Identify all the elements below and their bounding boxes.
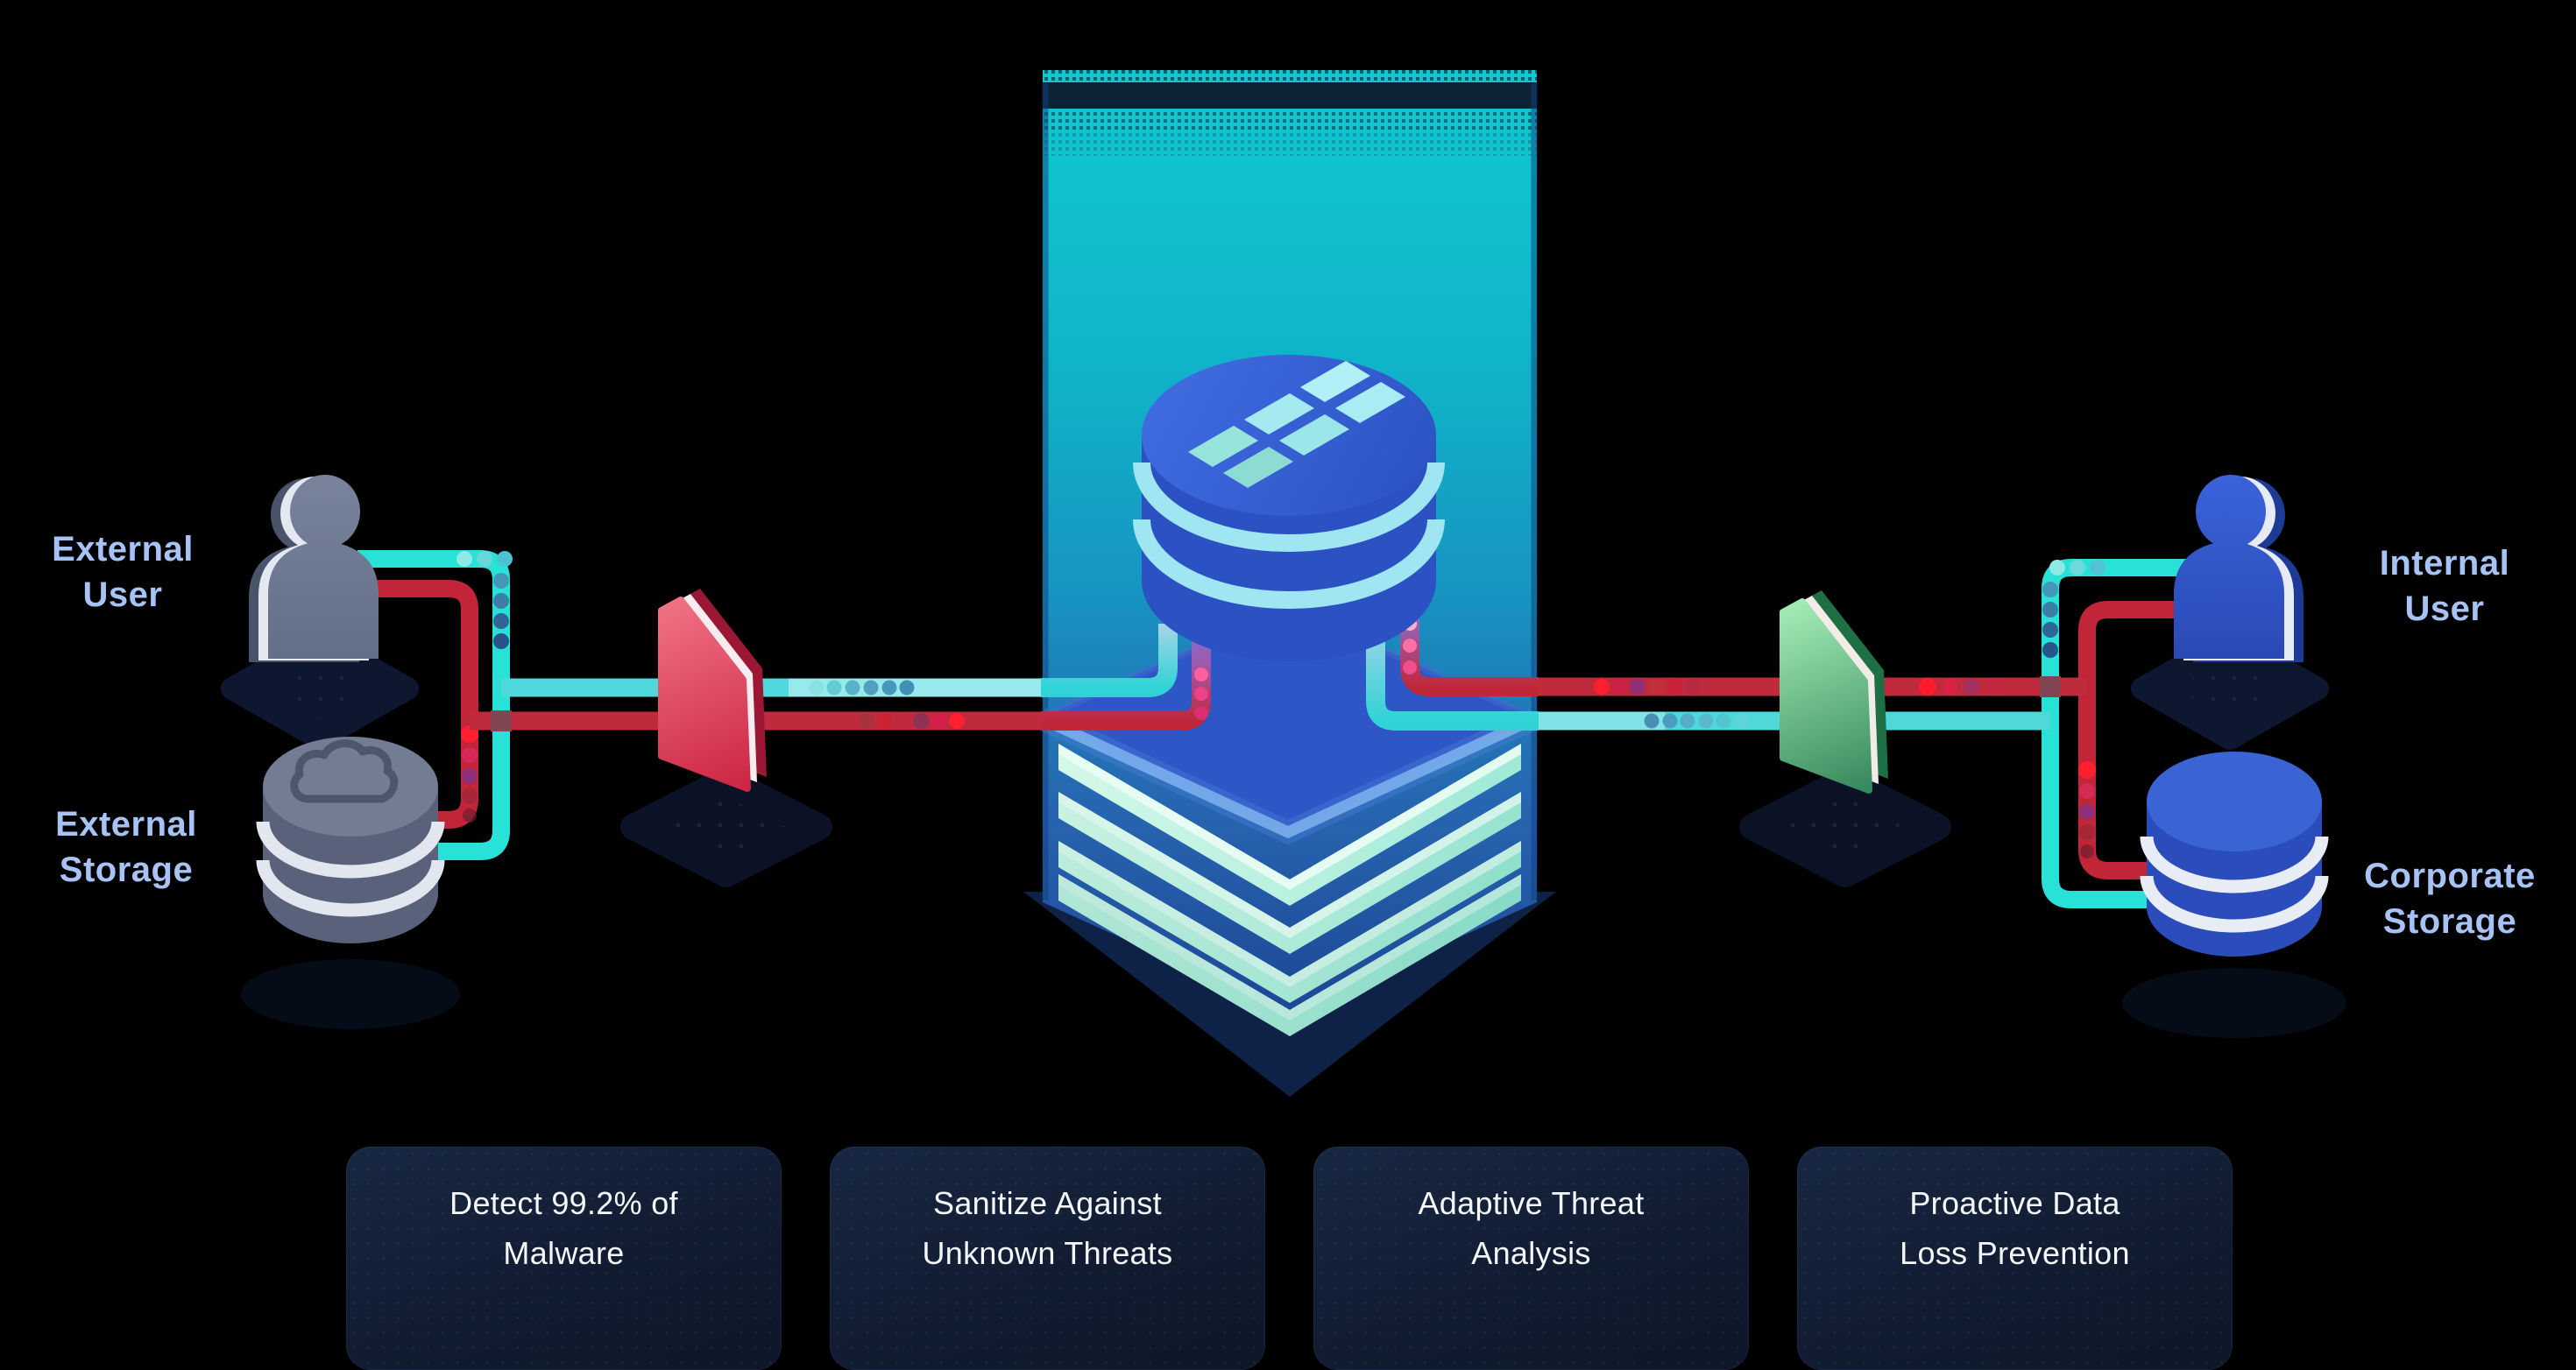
corporate-storage-database-icon — [2122, 752, 2346, 1038]
feature-line1: Adaptive Threat — [1418, 1185, 1645, 1221]
internal-user-label: Internal User — [2296, 540, 2576, 632]
grid-tiles-icon — [1188, 361, 1405, 488]
cloud-icon — [290, 739, 399, 803]
flow-artwork — [221, 70, 2346, 1097]
feature-card-text: Detect 99.2% of Malware — [346, 1147, 782, 1278]
feature-line2: Unknown Threats — [922, 1235, 1173, 1271]
feature-line2: Analysis — [1471, 1235, 1591, 1271]
feature-card-sanitize-threats: Sanitize Against Unknown Threats — [830, 1147, 1265, 1370]
clean-file-shadow — [1739, 766, 1951, 887]
feature-card-text: Adaptive Threat Analysis — [1313, 1147, 1749, 1278]
feature-line1: Sanitize Against — [933, 1185, 1162, 1221]
external-red-loop — [364, 580, 478, 829]
internal-red-loop — [2078, 601, 2190, 879]
external-connection-loop — [357, 550, 513, 860]
internal-user-label-line1: Internal — [2379, 544, 2510, 583]
corporate-storage-label: Corporate Storage — [2301, 853, 2576, 944]
external-storage-label-line2: Storage — [59, 851, 194, 889]
external-user-label-line2: User — [82, 576, 163, 614]
feature-line2: Loss Prevention — [1900, 1235, 2130, 1271]
external-storage-label-line1: External — [55, 805, 197, 844]
internal-user-person-icon — [2174, 475, 2304, 662]
feature-card-adaptive-analysis: Adaptive Threat Analysis — [1313, 1147, 1749, 1370]
feature-line1: Proactive Data — [1909, 1185, 2120, 1221]
engine-pipes — [1041, 613, 1539, 731]
feature-card-text: Sanitize Against Unknown Threats — [830, 1147, 1265, 1278]
corporate-storage-label-line1: Corporate — [2364, 857, 2536, 895]
corporate-storage-label-line2: Storage — [2382, 902, 2517, 941]
feature-card-data-loss-prevention: Proactive Data Loss Prevention — [1797, 1147, 2233, 1370]
feature-card-text: Proactive Data Loss Prevention — [1797, 1147, 2233, 1278]
feature-line2: Malware — [503, 1235, 625, 1271]
security-flow-diagram: External User External Storage Internal … — [0, 70, 2576, 1370]
feature-card-detect-malware: Detect 99.2% of Malware — [346, 1147, 782, 1370]
external-user-label-line1: External — [52, 530, 194, 568]
external-storage-cloud-database-icon — [241, 737, 460, 1029]
external-user-label: External User — [0, 526, 272, 618]
clean-file-shield-icon — [1780, 590, 1888, 794]
sanitizer-engine-database-icon — [1133, 355, 1445, 661]
threat-file-shadow — [620, 766, 832, 887]
feature-line1: Detect 99.2% of — [449, 1185, 678, 1221]
internal-user-label-line2: User — [2404, 590, 2485, 628]
external-storage-label: External Storage — [0, 802, 275, 893]
external-user-person-icon — [249, 475, 379, 662]
threat-file-shield-icon — [658, 589, 767, 792]
internal-connection-loop — [2042, 559, 2201, 908]
